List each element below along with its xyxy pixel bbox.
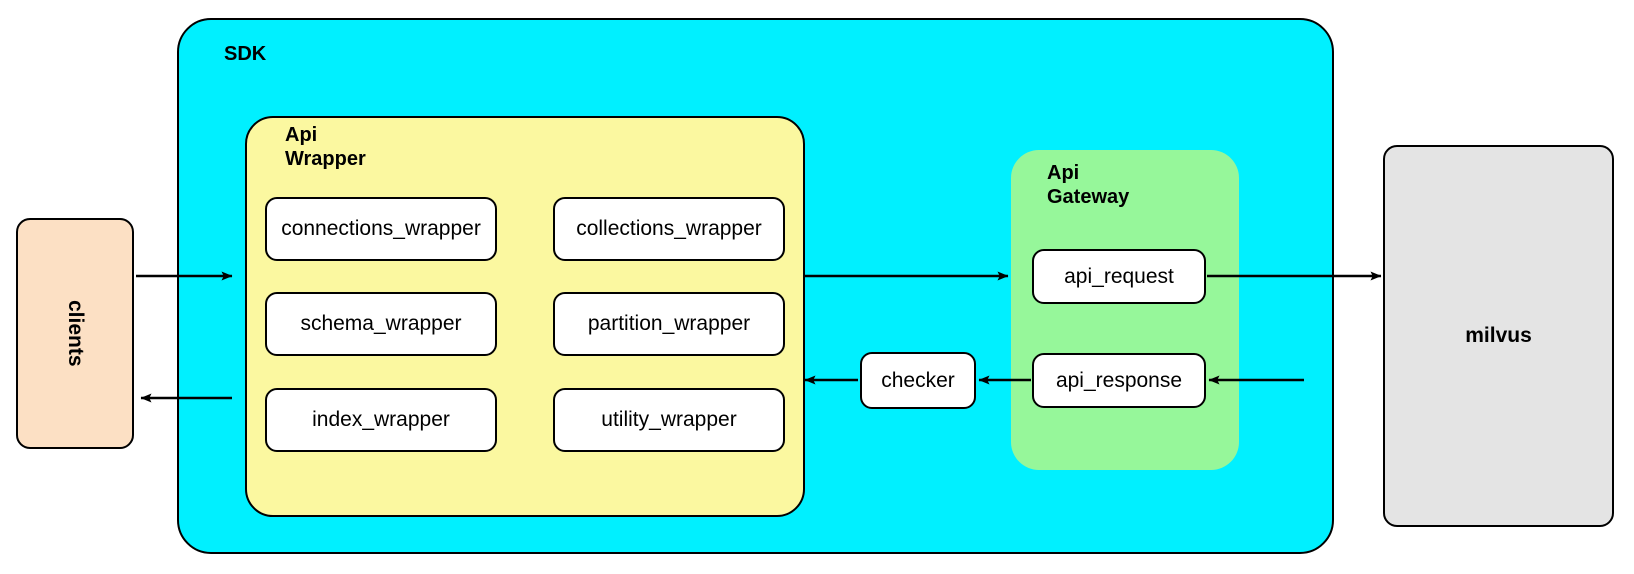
- group-sdk-label: SDK: [224, 43, 267, 65]
- node-api-response-label: api_response: [1055, 368, 1183, 392]
- node-milvus[interactable]: milvus: [1383, 145, 1614, 527]
- node-collections-wrapper-label: collections_wrapper: [576, 217, 762, 240]
- node-api-response[interactable]: api_response: [1032, 353, 1206, 408]
- node-index-wrapper[interactable]: index_wrapper: [265, 388, 497, 452]
- node-index-wrapper-label: index_wrapper: [312, 408, 450, 431]
- node-schema-wrapper-label: schema_wrapper: [300, 312, 462, 335]
- node-connections-wrapper[interactable]: connections_wrapper: [265, 197, 497, 261]
- node-schema-wrapper[interactable]: schema_wrapper: [265, 292, 497, 356]
- node-clients-label: clients: [64, 300, 87, 367]
- node-utility-wrapper[interactable]: utility_wrapper: [553, 388, 785, 452]
- node-clients[interactable]: clients: [16, 218, 134, 449]
- node-api-request[interactable]: api_request: [1032, 249, 1206, 304]
- node-collections-wrapper[interactable]: collections_wrapper: [553, 197, 785, 261]
- node-partition-wrapper[interactable]: partition_wrapper: [553, 292, 785, 356]
- node-partition-wrapper-label: partition_wrapper: [587, 312, 751, 335]
- group-api-gateway-label: Api Gateway: [1047, 162, 1130, 208]
- node-checker[interactable]: checker: [860, 352, 976, 409]
- node-checker-label: checker: [881, 368, 955, 392]
- group-api-gateway[interactable]: Api Gateway: [1011, 150, 1239, 470]
- node-utility-wrapper-label: utility_wrapper: [601, 408, 737, 431]
- group-api-wrapper-label: Api Wrapper: [285, 124, 366, 170]
- node-milvus-label: milvus: [1465, 324, 1532, 347]
- node-connections-wrapper-label: connections_wrapper: [281, 217, 481, 240]
- node-api-request-label: api_request: [1064, 264, 1174, 288]
